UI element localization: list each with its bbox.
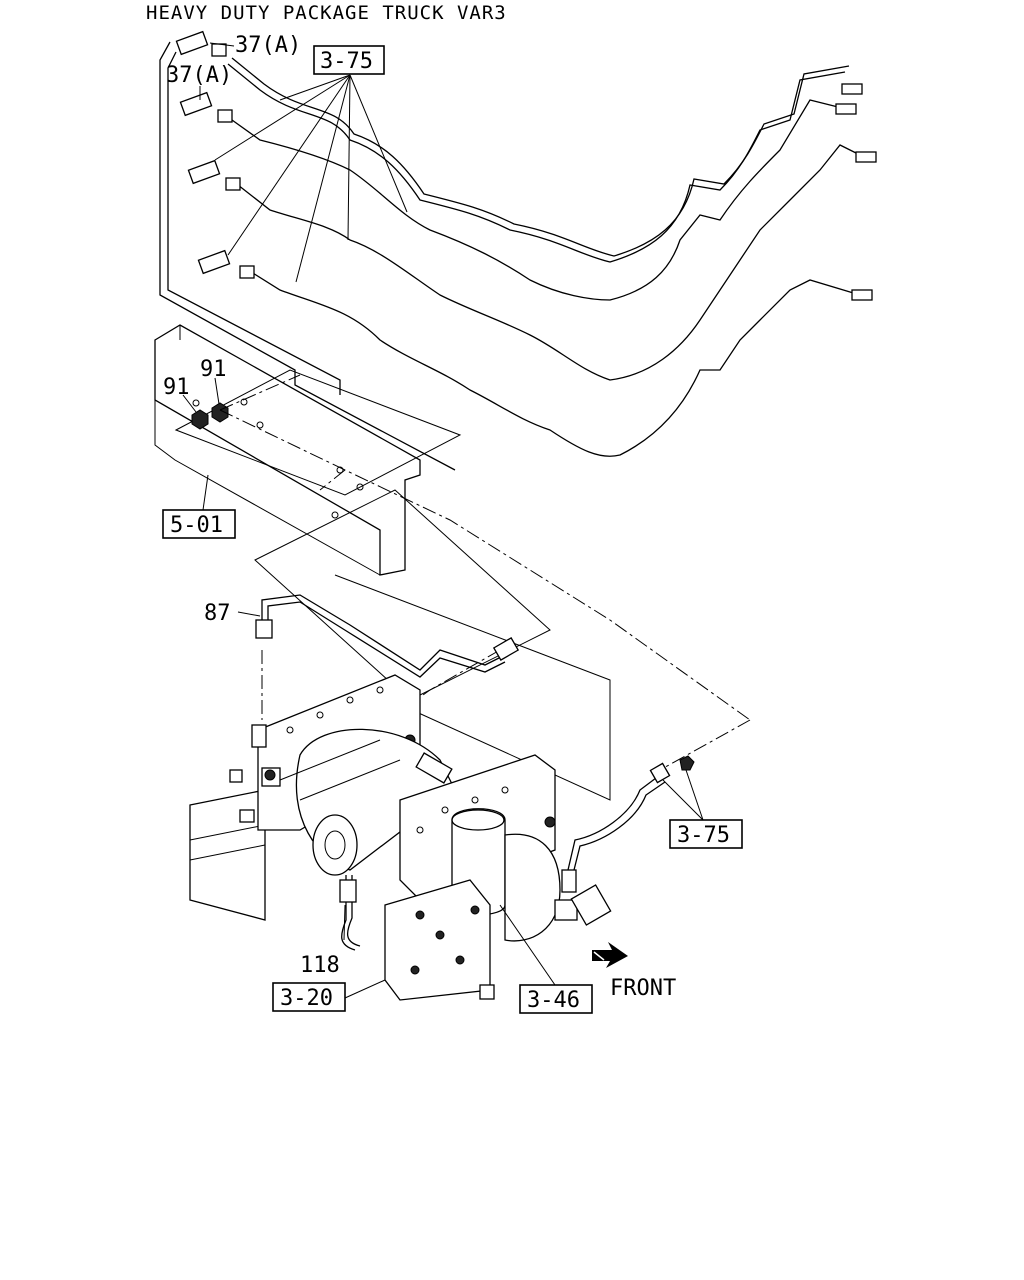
- ref-label: 5-01: [170, 513, 223, 538]
- vertical-supply-pipe: [159, 41, 456, 471]
- ref-label: 3-75: [320, 49, 373, 74]
- end-fitting-group: [835, 83, 877, 301]
- callout-91-b: 91: [200, 357, 227, 382]
- ref-label: 3-75: [677, 823, 730, 848]
- callout-91-a: 91: [163, 375, 190, 400]
- ref-box-3-46: 3-46: [519, 984, 593, 1014]
- ref-box-5-01: 5-01: [162, 509, 236, 539]
- ref-box-3-75-right: 3-75: [669, 819, 743, 849]
- compressor-assembly: [189, 674, 695, 1001]
- callout-37a-top: 37(A): [235, 33, 301, 58]
- leader-lines: [182, 42, 704, 999]
- ref-box-3-75-top: 3-75: [313, 45, 385, 75]
- air-pipe-3: [237, 144, 871, 381]
- air-pipe-1: [227, 63, 846, 263]
- frame-hole: [192, 399, 200, 407]
- center-line: [319, 469, 346, 491]
- front-label: FRONT: [610, 976, 676, 1001]
- ref-box-3-20: 3-20: [272, 982, 346, 1012]
- center-box-outline: [334, 574, 611, 801]
- vertical-supply-pipe-2: [167, 51, 341, 395]
- tee-fitting-3: [187, 159, 241, 191]
- air-pipe-2: [231, 99, 851, 301]
- center-line: [219, 409, 751, 721]
- ref-label: 3-46: [527, 988, 580, 1013]
- nut-91-a: [191, 409, 209, 430]
- end-fitting-4: [851, 289, 873, 301]
- center-line: [219, 374, 301, 411]
- callout-87: 87: [204, 601, 231, 626]
- frame-hole: [256, 421, 264, 429]
- air-pipe-4: [247, 269, 861, 457]
- arrow-right-icon: [592, 942, 628, 968]
- air-pipe-1b: [231, 57, 850, 257]
- air-pipe-group: [227, 57, 871, 457]
- lower-plate-outline: [254, 489, 551, 701]
- callout-118: 118: [300, 953, 340, 978]
- page-title: HEAVY DUTY PACKAGE TRUCK VAR3: [146, 2, 507, 24]
- end-fitting-1: [841, 83, 863, 95]
- tee-fitting-group: [175, 30, 255, 279]
- frame-hole: [356, 483, 364, 491]
- frame-hole: [331, 511, 339, 519]
- end-fitting-3: [855, 151, 877, 163]
- center-line: [659, 719, 751, 771]
- tee-fitting-4: [197, 249, 255, 279]
- tee-fitting-2: [179, 91, 233, 123]
- end-fitting-2: [835, 103, 857, 115]
- ref-label: 3-20: [280, 986, 333, 1011]
- pipe-87: [255, 594, 520, 678]
- callout-37a-mid: 37(A): [166, 63, 232, 88]
- frame-hole: [336, 466, 344, 474]
- mounting-plate-outline: [174, 369, 462, 496]
